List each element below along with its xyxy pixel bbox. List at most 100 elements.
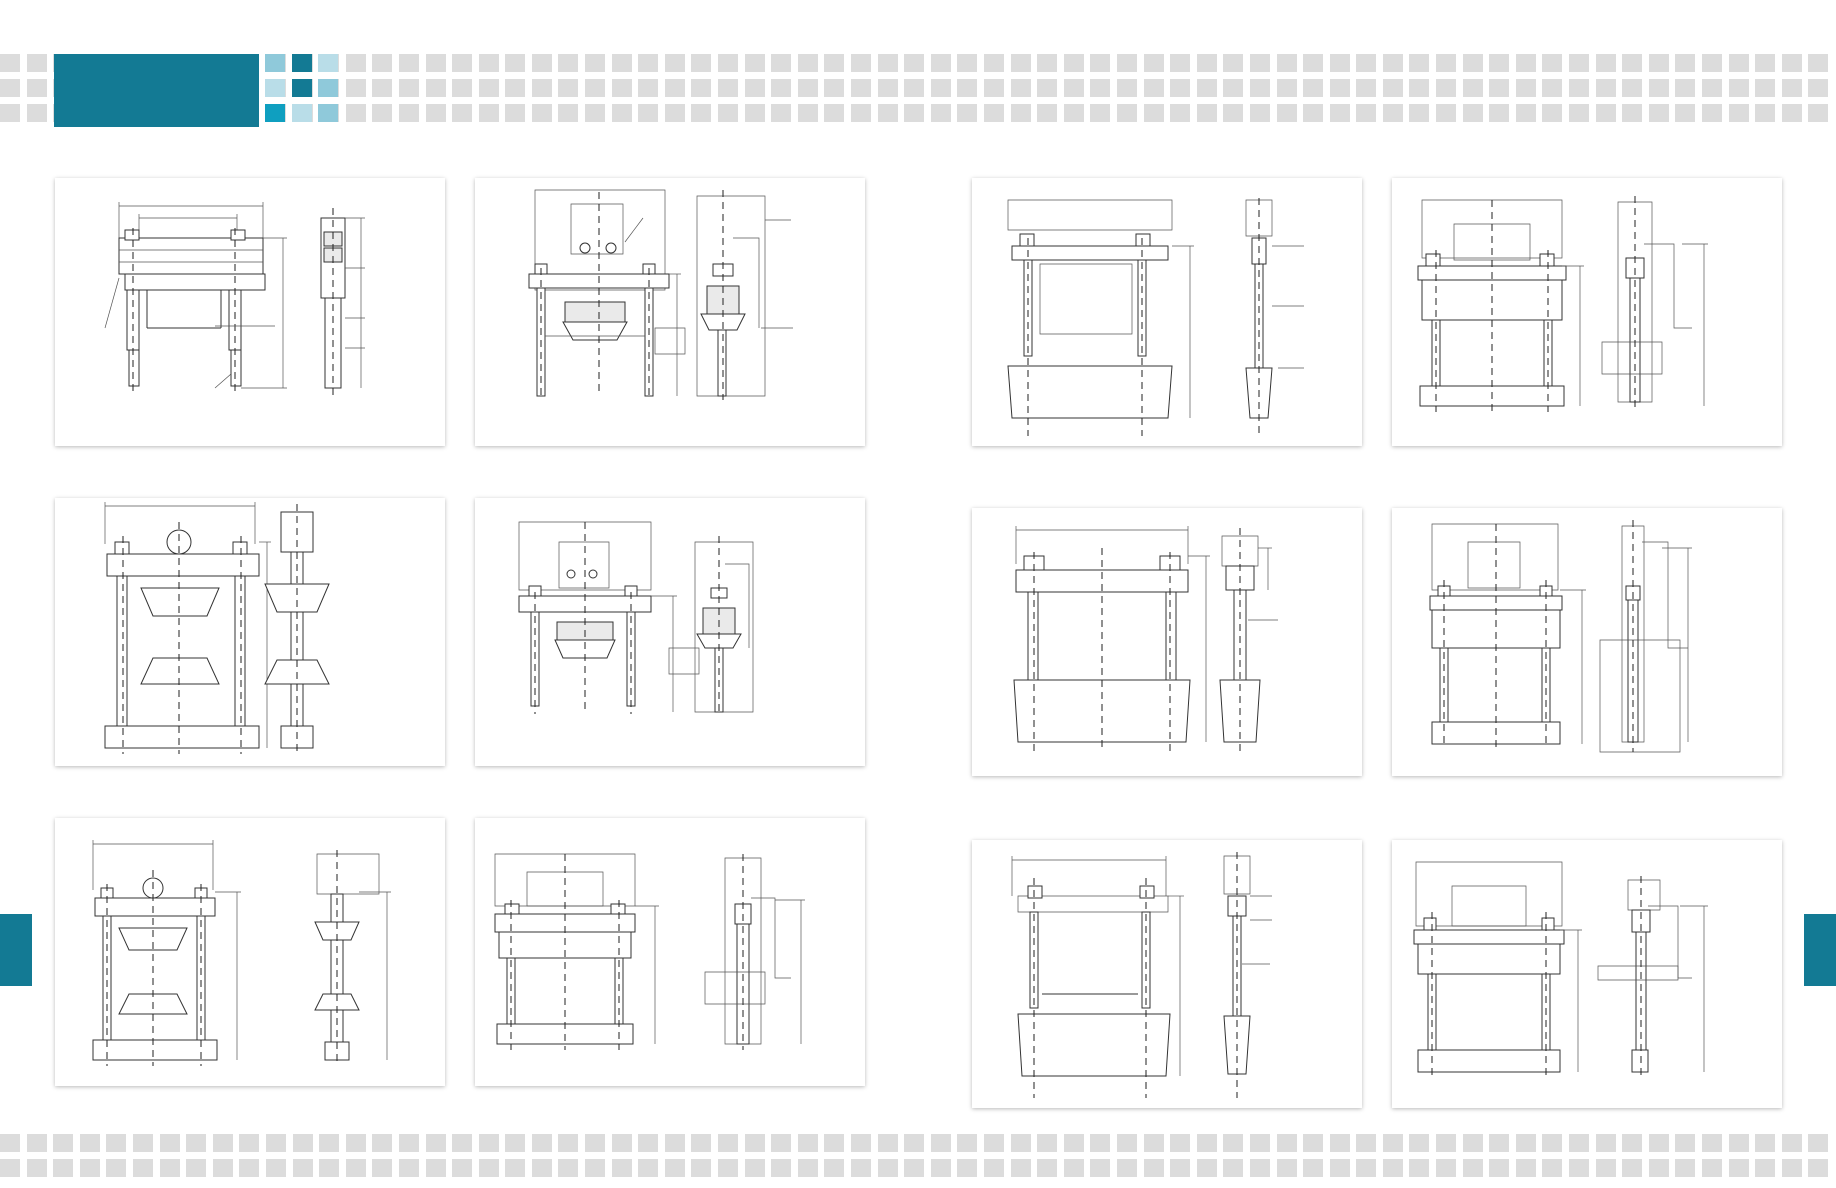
mosaic-tile xyxy=(1303,1159,1324,1177)
mosaic-tile xyxy=(505,54,526,72)
mosaic-tile xyxy=(1755,104,1776,122)
mosaic-tile xyxy=(1436,104,1457,122)
mosaic-tile xyxy=(983,54,1004,72)
mosaic-tile xyxy=(638,1159,659,1177)
mosaic-tile xyxy=(877,1159,898,1177)
mosaic-tile xyxy=(851,104,871,122)
mosaic-tile xyxy=(1037,54,1058,72)
mosaic-tile xyxy=(851,54,871,72)
mosaic-tile xyxy=(1755,54,1776,72)
mosaic-tile xyxy=(1436,54,1457,72)
mosaic-tile xyxy=(53,1159,74,1177)
mosaic-tile xyxy=(0,1134,20,1152)
mosaic-tile xyxy=(1170,1134,1191,1152)
mosaic-tile xyxy=(1542,104,1563,122)
mosaic-tile xyxy=(1781,1159,1802,1177)
drawing-panel-9 xyxy=(972,508,1362,776)
mosaic-tile xyxy=(1010,54,1031,72)
mosaic-tile xyxy=(1010,1134,1031,1152)
mosaic-tile xyxy=(1329,104,1350,122)
mosaic-tile xyxy=(1223,1134,1244,1152)
mosaic-tile xyxy=(1702,1134,1722,1152)
mosaic-tile xyxy=(478,1134,499,1152)
mosaic-tile xyxy=(1569,54,1590,72)
mosaic-tile xyxy=(531,1159,552,1177)
mosaic-tile xyxy=(957,104,978,122)
header-title-block xyxy=(54,54,259,127)
mosaic-tile xyxy=(1462,54,1483,72)
mosaic-tile xyxy=(1781,104,1802,122)
mosaic-tile xyxy=(1648,79,1669,97)
mosaic-tile xyxy=(1542,54,1563,72)
mosaic-tile xyxy=(904,1134,925,1152)
technical-drawing-9 xyxy=(972,508,1362,776)
mosaic-tile xyxy=(664,79,685,97)
mosaic-tile xyxy=(0,104,20,122)
mosaic-tile xyxy=(771,79,792,97)
mosaic-tile xyxy=(478,54,499,72)
mosaic-tile xyxy=(664,1134,685,1152)
mosaic-tile xyxy=(372,54,393,72)
mosaic-tile xyxy=(771,54,792,72)
mosaic-tile xyxy=(1063,54,1084,72)
technical-drawing-3 xyxy=(55,498,445,766)
mosaic-tile xyxy=(983,1134,1004,1152)
mosaic-tile xyxy=(1090,54,1111,72)
mosaic-tile xyxy=(398,79,419,97)
mosaic-tile xyxy=(132,1159,153,1177)
mosaic-tile xyxy=(1356,79,1377,97)
mosaic-tile xyxy=(1143,54,1164,72)
mosaic-tile xyxy=(1356,104,1377,122)
mosaic-tile xyxy=(851,1134,871,1152)
mosaic-tile xyxy=(1622,104,1643,122)
technical-drawing-4 xyxy=(475,498,865,766)
mosaic-tile xyxy=(585,54,606,72)
mosaic-tile xyxy=(1249,1159,1270,1177)
mosaic-tile xyxy=(1090,1134,1111,1152)
mosaic-tile xyxy=(957,1159,978,1177)
mosaic-tile xyxy=(478,1159,499,1177)
mosaic-tile xyxy=(345,1159,366,1177)
mosaic-tile xyxy=(691,54,712,72)
mosaic-tile xyxy=(212,1134,233,1152)
mosaic-tile xyxy=(1781,79,1802,97)
mosaic-tile xyxy=(26,104,47,122)
mosaic-tile xyxy=(1569,1134,1590,1152)
mosaic-tile xyxy=(1063,1159,1084,1177)
technical-drawing-12 xyxy=(1392,840,1782,1108)
mosaic-tile xyxy=(1728,1159,1749,1177)
mosaic-tile xyxy=(957,54,978,72)
mosaic-tile xyxy=(611,1159,632,1177)
accent-tile xyxy=(291,54,312,72)
mosaic-tile xyxy=(239,1134,260,1152)
mosaic-tile xyxy=(132,1134,153,1152)
mosaic-tile xyxy=(1569,79,1590,97)
mosaic-tile xyxy=(1542,1134,1563,1152)
mosaic-tile xyxy=(1595,104,1616,122)
accent-tile xyxy=(318,79,339,97)
drawing-panel-1 xyxy=(55,178,445,446)
mosaic-tile xyxy=(79,1134,100,1152)
mosaic-tile xyxy=(1249,104,1270,122)
mosaic-tile xyxy=(319,1134,340,1152)
mosaic-tile xyxy=(983,79,1004,97)
mosaic-tile xyxy=(1489,104,1510,122)
mosaic-tile xyxy=(1622,1159,1643,1177)
mosaic-tile xyxy=(26,79,47,97)
mosaic-tile xyxy=(26,54,47,72)
mosaic-tile xyxy=(558,79,579,97)
drawing-panel-5 xyxy=(55,818,445,1086)
mosaic-tile xyxy=(1436,1134,1457,1152)
mosaic-tile xyxy=(53,1134,74,1152)
drawing-panel-4 xyxy=(475,498,865,766)
mosaic-tile xyxy=(1249,54,1270,72)
mosaic-tile xyxy=(1648,1134,1669,1152)
mosaic-tile xyxy=(1303,79,1324,97)
mosaic-tile xyxy=(1808,104,1829,122)
mosaic-tile xyxy=(983,1159,1004,1177)
mosaic-tile xyxy=(1382,54,1403,72)
mosaic-tile xyxy=(877,1134,898,1152)
mosaic-tile xyxy=(1409,1159,1430,1177)
mosaic-tile xyxy=(1728,54,1749,72)
mosaic-tile xyxy=(1515,79,1536,97)
